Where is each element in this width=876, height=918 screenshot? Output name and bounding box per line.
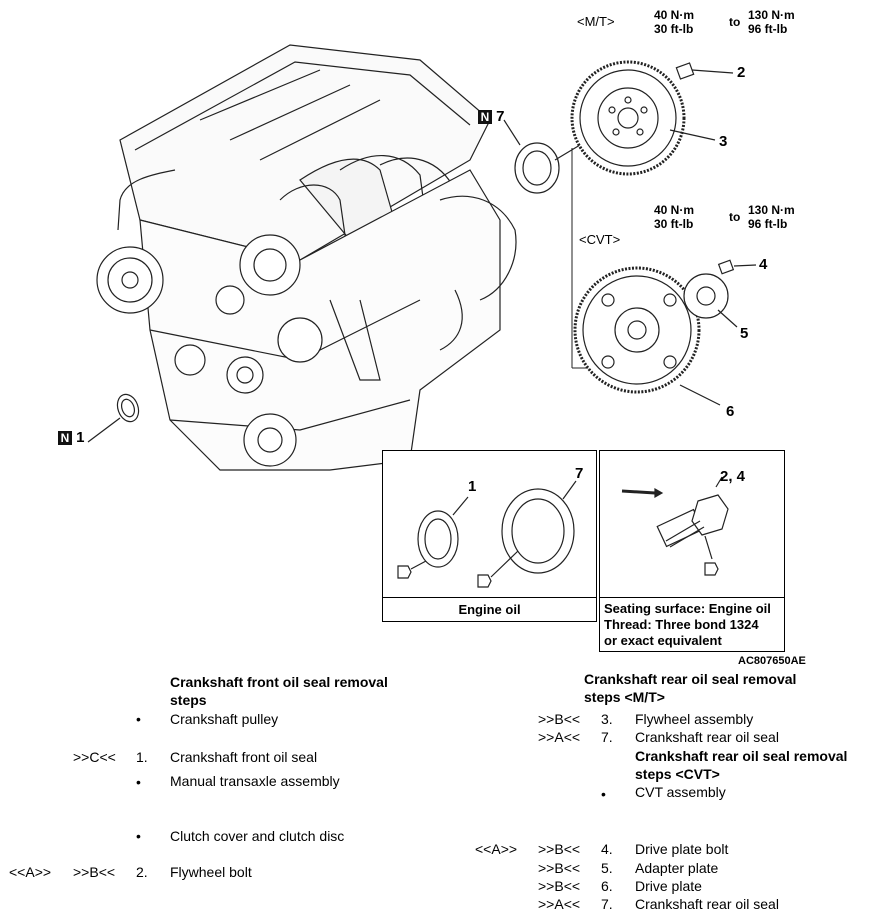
thread-caption: Thread: Three bond 1324 bbox=[604, 617, 759, 632]
rear-cvt-row-5-text: Crankshaft rear oil seal bbox=[635, 896, 779, 912]
front-row-5-num: 2. bbox=[136, 864, 148, 880]
torque-spec-mid-high: 130 N·m 96 ft-lb bbox=[748, 203, 795, 231]
rear-cvt-title-cont: steps <CVT> bbox=[635, 766, 720, 782]
torque-ftlb-high: 96 ft-lb bbox=[748, 22, 788, 36]
detail-divider bbox=[383, 597, 596, 598]
rear-cvt-row-2-pre: <<A>> bbox=[475, 841, 518, 857]
torque-ftlb-low: 30 ft-lb bbox=[654, 217, 694, 231]
detail-divider bbox=[600, 597, 784, 598]
rear-cvt-row-3-text: Adapter plate bbox=[635, 860, 719, 876]
rear-cvt-row-2-num: 4. bbox=[601, 841, 613, 857]
front-row-5-text: Flywheel bolt bbox=[170, 864, 252, 880]
detail-callout-7: 7 bbox=[575, 465, 584, 482]
detail-callout-2-4: 2, 4 bbox=[720, 468, 746, 485]
bolt-detail-illustration bbox=[621, 476, 729, 576]
figure-id: AC807650AE bbox=[738, 655, 806, 667]
detail-box-bolt: 2, 4 Seating surface: Engine oil Thread:… bbox=[599, 450, 785, 652]
seal-detail-illustration bbox=[397, 480, 577, 588]
torque-spec-mid: 40 N·m 30 ft-lb bbox=[654, 203, 694, 231]
front-row-2-text: Crankshaft front oil seal bbox=[170, 749, 318, 765]
rear-cvt-row-4-marker: >>B<< bbox=[538, 878, 581, 894]
rear-cvt-row-4-num: 6. bbox=[601, 878, 613, 894]
rear-mt-title-cont: steps <M/T> bbox=[584, 689, 665, 705]
front-row-5-marker: >>B<< bbox=[73, 864, 116, 880]
front-row-1-num: • bbox=[136, 711, 141, 727]
equivalent-caption: or exact equivalent bbox=[604, 633, 722, 648]
cvt-label: <CVT> bbox=[579, 232, 621, 247]
flywheel-bolt-illustration bbox=[675, 62, 734, 80]
rear-cvt-row-5-marker: >>A<< bbox=[538, 896, 581, 912]
drive-plate-illustration bbox=[573, 266, 721, 406]
torque-to-top: to bbox=[729, 15, 741, 29]
torque-nm-low: 40 N·m bbox=[654, 203, 695, 217]
front-row-4-num: • bbox=[136, 828, 141, 844]
callout-4: 4 bbox=[759, 256, 768, 273]
callout-3: 3 bbox=[719, 133, 728, 150]
front-row-3-text: Manual transaxle assembly bbox=[170, 773, 340, 789]
front-row-3-num: • bbox=[136, 774, 141, 790]
engine-diagram bbox=[87, 44, 757, 471]
rear-cvt-row-5-num: 7. bbox=[601, 896, 613, 912]
torque-spec-top: 40 N·m 30 ft-lb bbox=[654, 8, 694, 36]
callout-2: 2 bbox=[737, 64, 746, 81]
torque-nm-low: 40 N·m bbox=[654, 8, 695, 22]
rear-cvt-row-1-text: CVT assembly bbox=[635, 784, 726, 800]
front-oil-seal-illustration bbox=[87, 393, 140, 443]
torque-to-mid: to bbox=[729, 210, 741, 224]
non-reusable-badge: N bbox=[478, 110, 492, 124]
adapter-plate-illustration bbox=[683, 273, 738, 328]
callout-5: 5 bbox=[740, 325, 749, 342]
rear-cvt-row-3-num: 5. bbox=[601, 860, 613, 876]
callout-7: 7 bbox=[496, 108, 505, 125]
rear-mt-row-2-num: 7. bbox=[601, 729, 613, 745]
torque-nm-high: 130 N·m bbox=[748, 203, 795, 217]
front-row-1-text: Crankshaft pulley bbox=[170, 711, 279, 727]
rear-mt-row-1-num: 3. bbox=[601, 711, 613, 727]
front-title: Crankshaft front oil seal removal bbox=[170, 674, 388, 690]
torque-nm-high: 130 N·m bbox=[748, 8, 795, 22]
front-row-2-marker: >>C<< bbox=[73, 749, 116, 765]
rear-cvt-row-4-text: Drive plate bbox=[635, 878, 702, 894]
rear-mt-row-1-text: Flywheel assembly bbox=[635, 711, 754, 727]
rear-cvt-row-3-marker: >>B<< bbox=[538, 860, 581, 876]
detail-callout-1: 1 bbox=[468, 478, 477, 495]
flywheel-illustration bbox=[570, 60, 716, 176]
rear-cvt-row-2-marker: >>B<< bbox=[538, 841, 581, 857]
engine-block-illustration bbox=[96, 44, 517, 471]
rear-mt-row-2-text: Crankshaft rear oil seal bbox=[635, 729, 779, 745]
torque-ftlb-high: 96 ft-lb bbox=[748, 217, 788, 231]
front-row-5-pre: <<A>> bbox=[9, 864, 52, 880]
rear-mt-row-2-marker: >>A<< bbox=[538, 729, 581, 745]
mt-label: <M/T> bbox=[577, 14, 615, 29]
non-reusable-badge: N bbox=[58, 431, 72, 445]
drive-plate-bolt-illustration bbox=[717, 259, 757, 275]
callout-1-group: N 1 bbox=[58, 429, 85, 446]
rear-cvt-row-2-text: Drive plate bolt bbox=[635, 841, 729, 857]
rear-cvt-row-1-num: • bbox=[601, 786, 606, 802]
front-title-cont: steps bbox=[170, 692, 207, 708]
torque-ftlb-low: 30 ft-lb bbox=[654, 22, 694, 36]
seating-surface-caption: Seating surface: Engine oil bbox=[604, 601, 771, 616]
detail-box-seals: 1 7 Engine oil bbox=[382, 450, 597, 622]
front-row-2-num: 1. bbox=[136, 749, 148, 765]
rear-mt-title: Crankshaft rear oil seal removal bbox=[584, 671, 797, 687]
rear-mt-row-1-marker: >>B<< bbox=[538, 711, 581, 727]
engine-oil-caption: Engine oil bbox=[458, 602, 521, 617]
rear-cvt-title: Crankshaft rear oil seal removal bbox=[635, 748, 848, 764]
callout-6: 6 bbox=[726, 403, 735, 420]
front-row-4-text: Clutch cover and clutch disc bbox=[170, 828, 345, 844]
callout-7-group: N 7 bbox=[478, 108, 505, 125]
callout-1: 1 bbox=[76, 429, 85, 446]
torque-spec-top-high: 130 N·m 96 ft-lb bbox=[748, 8, 795, 36]
